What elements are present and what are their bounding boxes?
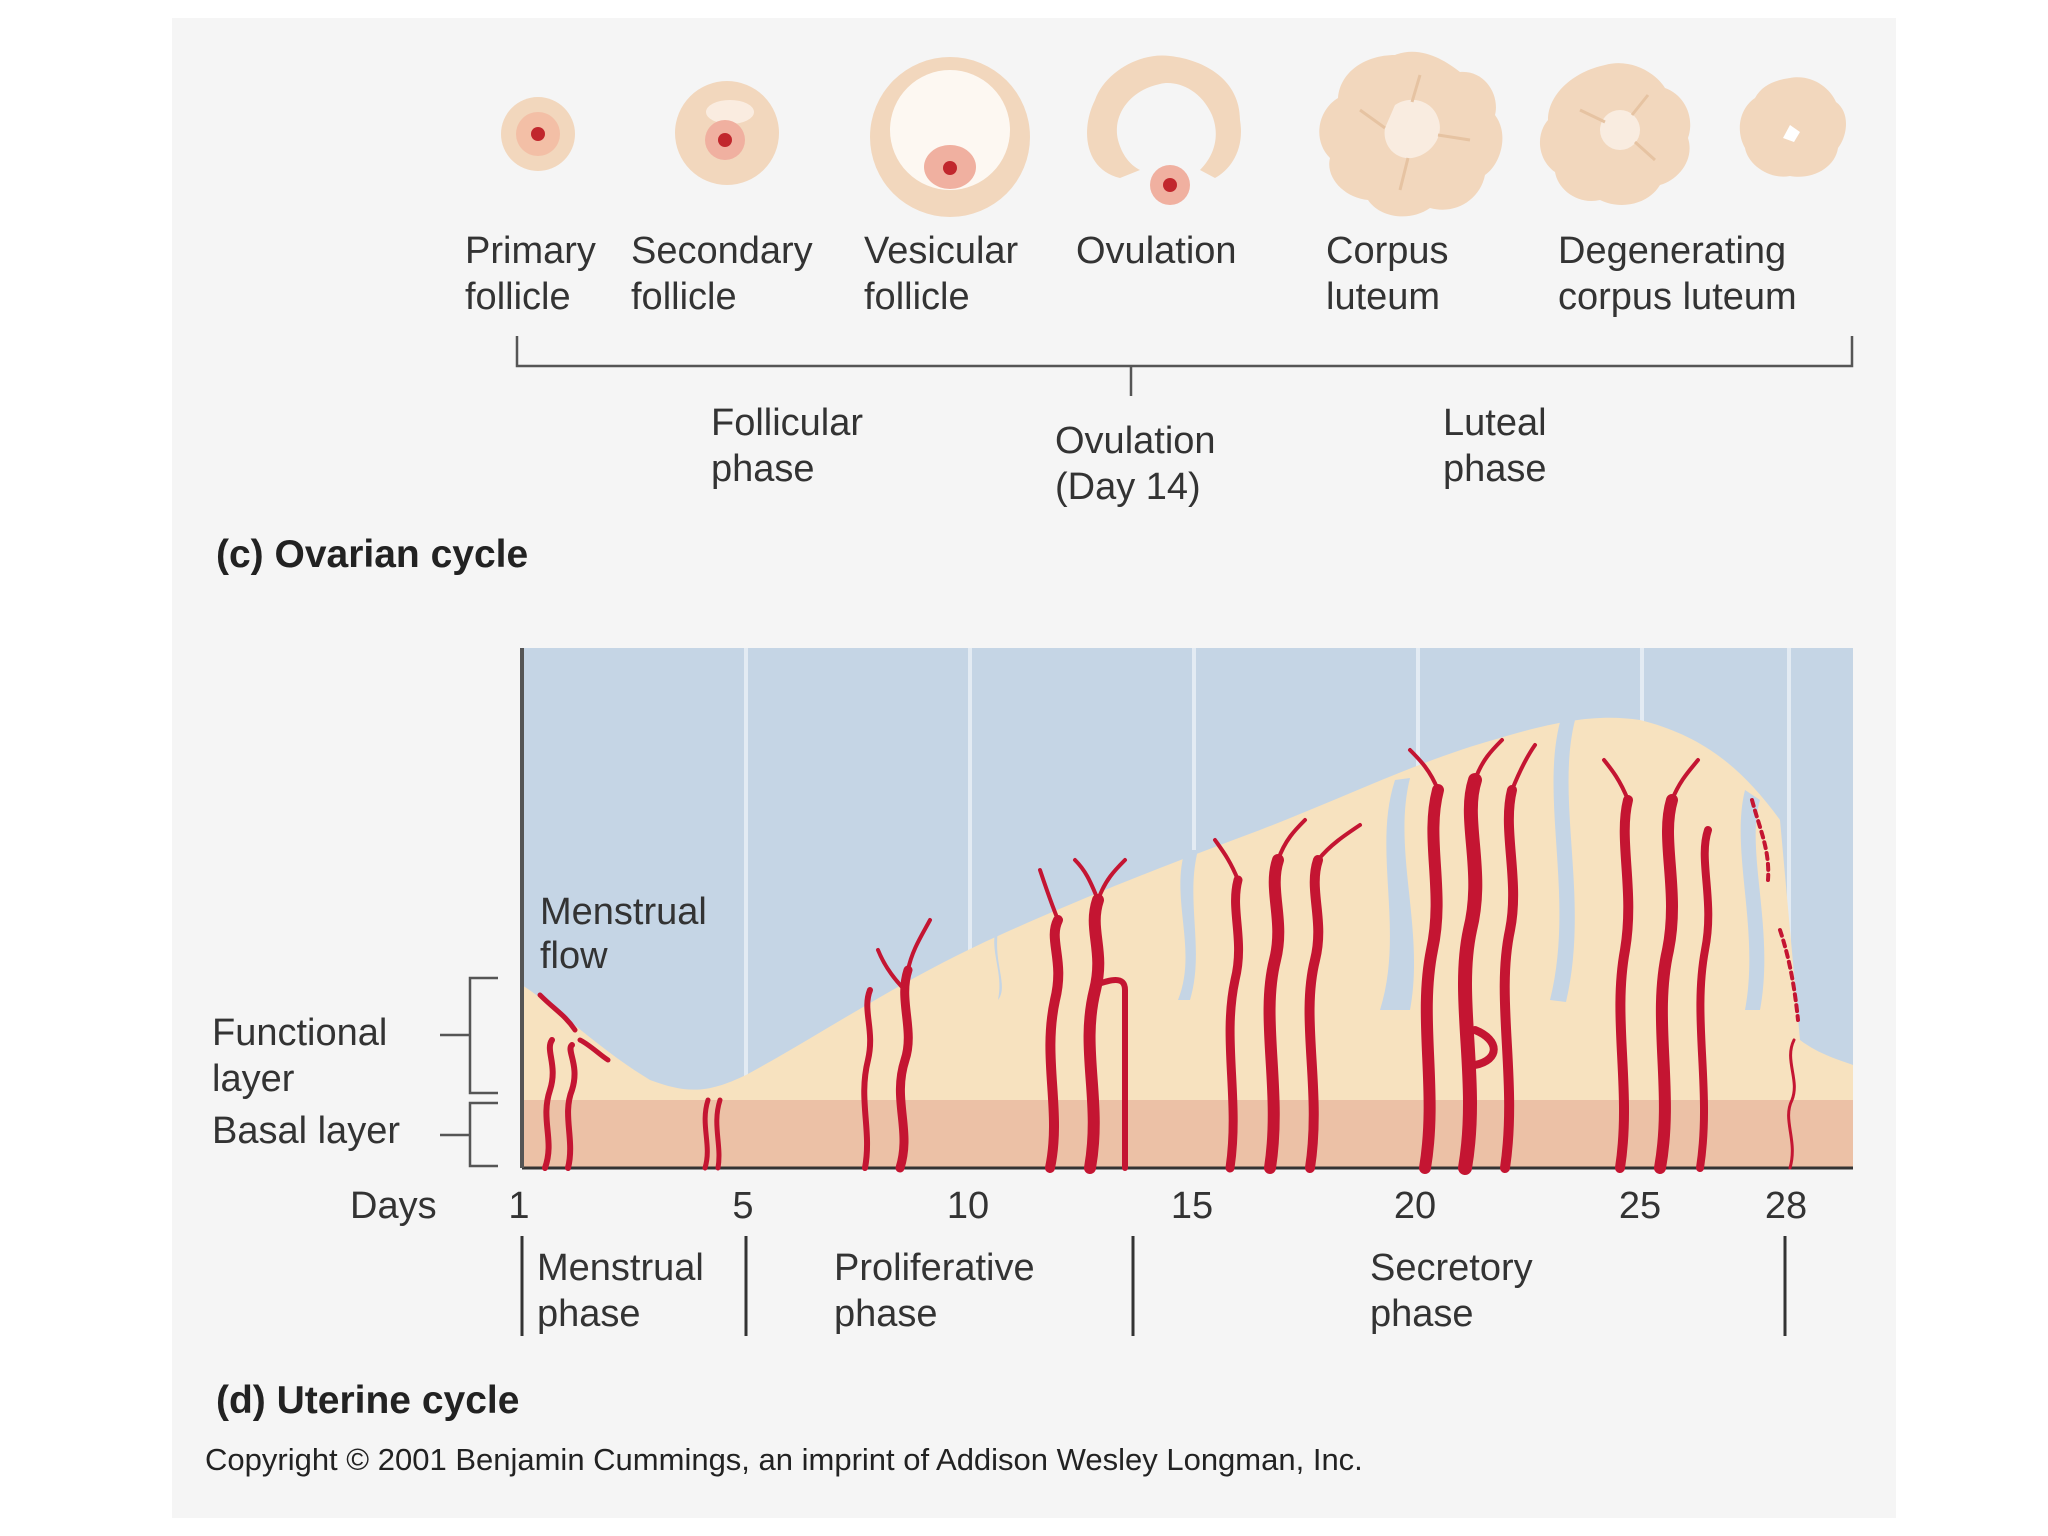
uterine-phase-dividers — [520, 1236, 1787, 1336]
copyright-notice: Copyright © 2001 Benjamin Cummings, an i… — [205, 1442, 1363, 1477]
ovarian-follicle-icons — [501, 51, 1846, 217]
spiral-arteries — [537, 738, 1800, 1175]
vesicular-follicle-icon — [870, 57, 1030, 217]
days-axis: Days 1 5 10 15 20 25 28 — [350, 1185, 1807, 1227]
day-tick-1: 1 — [508, 1185, 529, 1227]
secondary-follicle-icon — [675, 81, 779, 185]
basal-layer-tissue — [522, 1100, 1853, 1168]
uterine-glands — [994, 720, 1765, 1010]
day-tick-15: 15 — [1171, 1185, 1213, 1227]
corpus-luteum-icon — [1319, 51, 1503, 217]
day-tick-10: 10 — [947, 1185, 989, 1227]
day-tick-5: 5 — [732, 1185, 753, 1227]
stage-label-ovulation: Ovulation — [1076, 230, 1237, 272]
primary-follicle-icon — [501, 97, 575, 171]
endometrium-diagram — [520, 648, 1853, 1175]
day-tick-25: 25 — [1619, 1185, 1661, 1227]
uterine-cycle-title: (d) Uterine cycle — [216, 1379, 519, 1422]
layer-brackets — [440, 976, 498, 1168]
ovarian-phase-bracket — [515, 336, 1854, 396]
day-tick-20: 20 — [1394, 1185, 1436, 1227]
basal-layer-label: Basal layer — [212, 1110, 400, 1152]
day-tick-28: 28 — [1765, 1185, 1807, 1227]
corpus-albicans-icon — [1739, 77, 1846, 177]
degenerating-corpus-luteum-icon — [1539, 63, 1691, 205]
ovarian-cycle-title: (c) Ovarian cycle — [216, 533, 528, 576]
ovulation-day-label: Ovulation(Day 14) — [1055, 420, 1216, 508]
ovulation-icon — [1087, 55, 1241, 205]
days-axis-label: Days — [350, 1185, 437, 1227]
